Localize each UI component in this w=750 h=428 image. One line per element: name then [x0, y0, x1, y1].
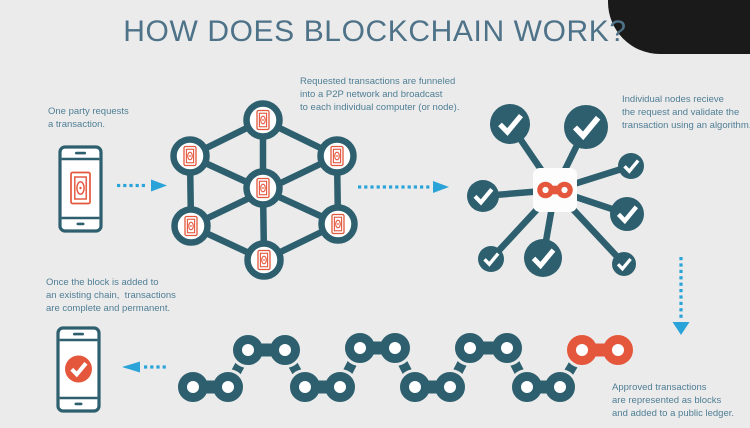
block-link [397, 369, 468, 405]
confirmation-phone-icon [56, 326, 101, 413]
annotation-line: are complete and permanent. [46, 303, 171, 314]
annotation-complete: Once the block is added to an existing c… [46, 276, 176, 315]
annotation-line: and added to a public ledger. [612, 408, 735, 419]
annotation-validate: Individual nodes recieve the request and… [622, 93, 750, 132]
banknote-icon [256, 109, 270, 131]
approved-circle [65, 355, 92, 383]
check-icon [616, 205, 639, 225]
block-link [452, 330, 525, 366]
arrow-phone-to-network-icon [117, 179, 167, 192]
check-icon [70, 362, 88, 378]
annotation-line: into a P2P network and broadcast [300, 89, 443, 100]
annotation-line: a transaction. [48, 119, 106, 130]
block-link [509, 369, 578, 405]
annotation-line: to each individual computer (or node). [300, 102, 460, 113]
arrow-validation-to-chain-icon [672, 257, 690, 335]
block-link [175, 369, 246, 405]
block-link [342, 330, 413, 366]
banknote-icon [257, 249, 271, 271]
validating-node [524, 239, 562, 277]
annotation-line: the request and validate the [622, 107, 740, 118]
annotation-line: Approved transactions [612, 382, 707, 393]
annotation-line: are represented as blocks [612, 395, 722, 406]
banknote-icon [184, 215, 198, 237]
banknote-icon [70, 171, 91, 205]
blockchain-chain [175, 330, 636, 405]
check-icon [473, 187, 494, 206]
validating-node [490, 104, 530, 144]
validating-node [467, 180, 499, 212]
video-corner-overlay [608, 0, 750, 54]
check-icon [616, 257, 632, 272]
banknote-icon [330, 145, 344, 167]
banknote-icon [256, 177, 270, 199]
validating-node [564, 105, 608, 149]
validating-node [478, 246, 504, 272]
check-icon [623, 159, 640, 174]
check-icon [498, 113, 524, 136]
annotation-line: Once the block is added to [46, 277, 159, 288]
transaction-phone-icon [58, 145, 103, 233]
annotation-line: an existing chain, transactions [46, 290, 176, 301]
arrow-network-to-validation-icon [358, 181, 449, 193]
annotation-line: Requested transactions are funneled [300, 76, 456, 87]
annotation-approved: Approved transactions are represented as… [612, 381, 734, 420]
block-link [287, 369, 358, 405]
banknote-icon [183, 145, 197, 167]
check-icon [483, 252, 500, 267]
block-link [230, 332, 303, 368]
annotation-line: Individual nodes recieve [622, 94, 724, 105]
annotation-line: transaction using an algorithm. [622, 120, 750, 131]
p2p-network [170, 100, 358, 280]
block-link [564, 332, 636, 368]
validation-cluster [467, 104, 644, 277]
validating-node [612, 252, 636, 276]
validating-node [618, 153, 644, 179]
check-icon [572, 115, 601, 141]
page-title: HOW DOES BLOCKCHAIN WORK? [123, 15, 627, 48]
annotation-broadcast: Requested transactions are funneled into… [300, 75, 459, 114]
banknote-icon [331, 213, 345, 235]
arrow-chain-to-phone-icon [122, 361, 166, 373]
validating-node [610, 197, 644, 231]
annotation-request-transaction: One party requests a transaction. [48, 105, 129, 131]
check-icon [531, 248, 556, 270]
chain-link-icon [537, 181, 573, 199]
annotation-line: One party requests [48, 106, 129, 117]
